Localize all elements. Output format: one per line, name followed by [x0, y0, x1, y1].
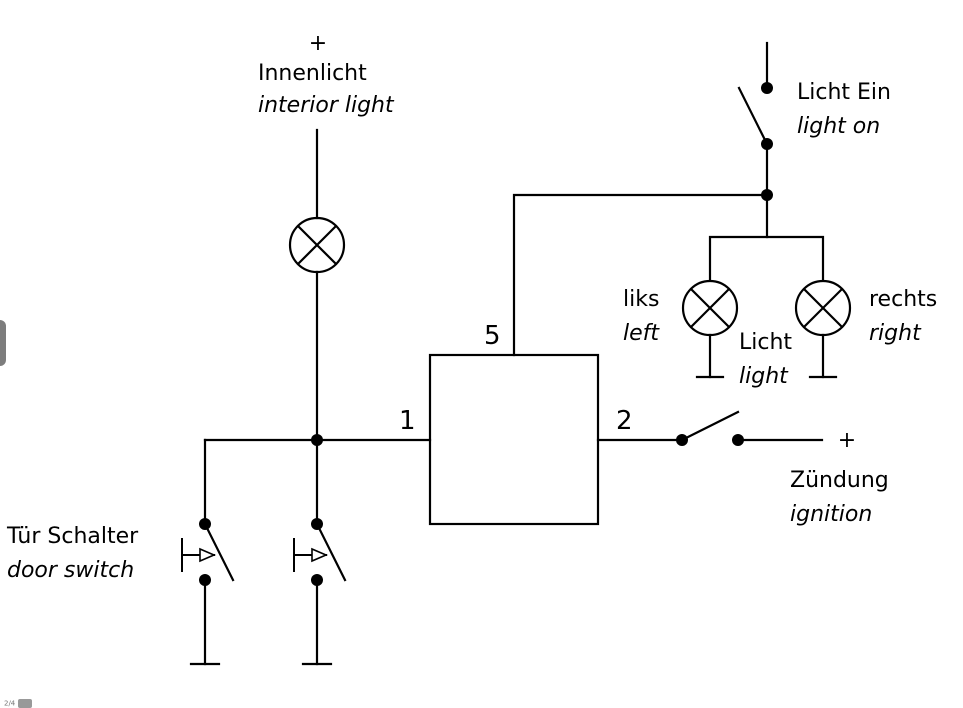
door-switch-right-actuator: [293, 538, 329, 572]
label-ignition-de: Zündung: [790, 468, 889, 493]
wire-terminal-5: [512, 193, 769, 357]
terminal-2-label: 2: [616, 406, 633, 436]
label-ignition-en: ignition: [790, 502, 872, 527]
label-left-de: liks: [623, 287, 659, 312]
page-indicator-text: 2/4: [4, 699, 16, 708]
page-indicator: 2/4: [4, 699, 33, 708]
page-indicator-icon[interactable]: [18, 699, 33, 708]
switch-contact-dot: [761, 82, 773, 94]
module-box: [428, 353, 600, 526]
door-switch-left-blade: [203, 522, 235, 582]
label-interior-en: interior light: [258, 93, 395, 118]
wire-lamp-split: [708, 235, 825, 282]
lighton-switch-blade: [737, 86, 769, 146]
terminal-5-label: 5: [484, 321, 501, 351]
side-panel-handle[interactable]: [0, 320, 6, 366]
plus-symbol-top: +: [309, 31, 327, 56]
label-left-en: left: [623, 321, 660, 346]
label-right-de: rechts: [869, 287, 937, 312]
label-interior-de: Innenlicht: [258, 61, 367, 86]
plus-symbol-ignition: +: [838, 428, 856, 453]
ignition-switch-blade: [680, 410, 740, 442]
right-lamp-symbol: [794, 279, 852, 337]
terminal-1-label: 1: [399, 406, 416, 436]
label-light-de: Licht: [739, 330, 792, 355]
left-lamp-symbol: [681, 279, 739, 337]
label-light-en: light: [739, 364, 789, 389]
label-right-en: right: [869, 321, 922, 346]
interior-lamp-symbol: [288, 216, 346, 274]
label-door-de: Tür Schalter: [6, 524, 139, 549]
label-door-en: door switch: [7, 558, 134, 583]
door-switch-left-actuator: [181, 538, 217, 572]
door-switch-right-blade: [315, 522, 347, 582]
label-lighton-de: Licht Ein: [797, 80, 891, 105]
label-lighton-en: light on: [797, 114, 880, 139]
